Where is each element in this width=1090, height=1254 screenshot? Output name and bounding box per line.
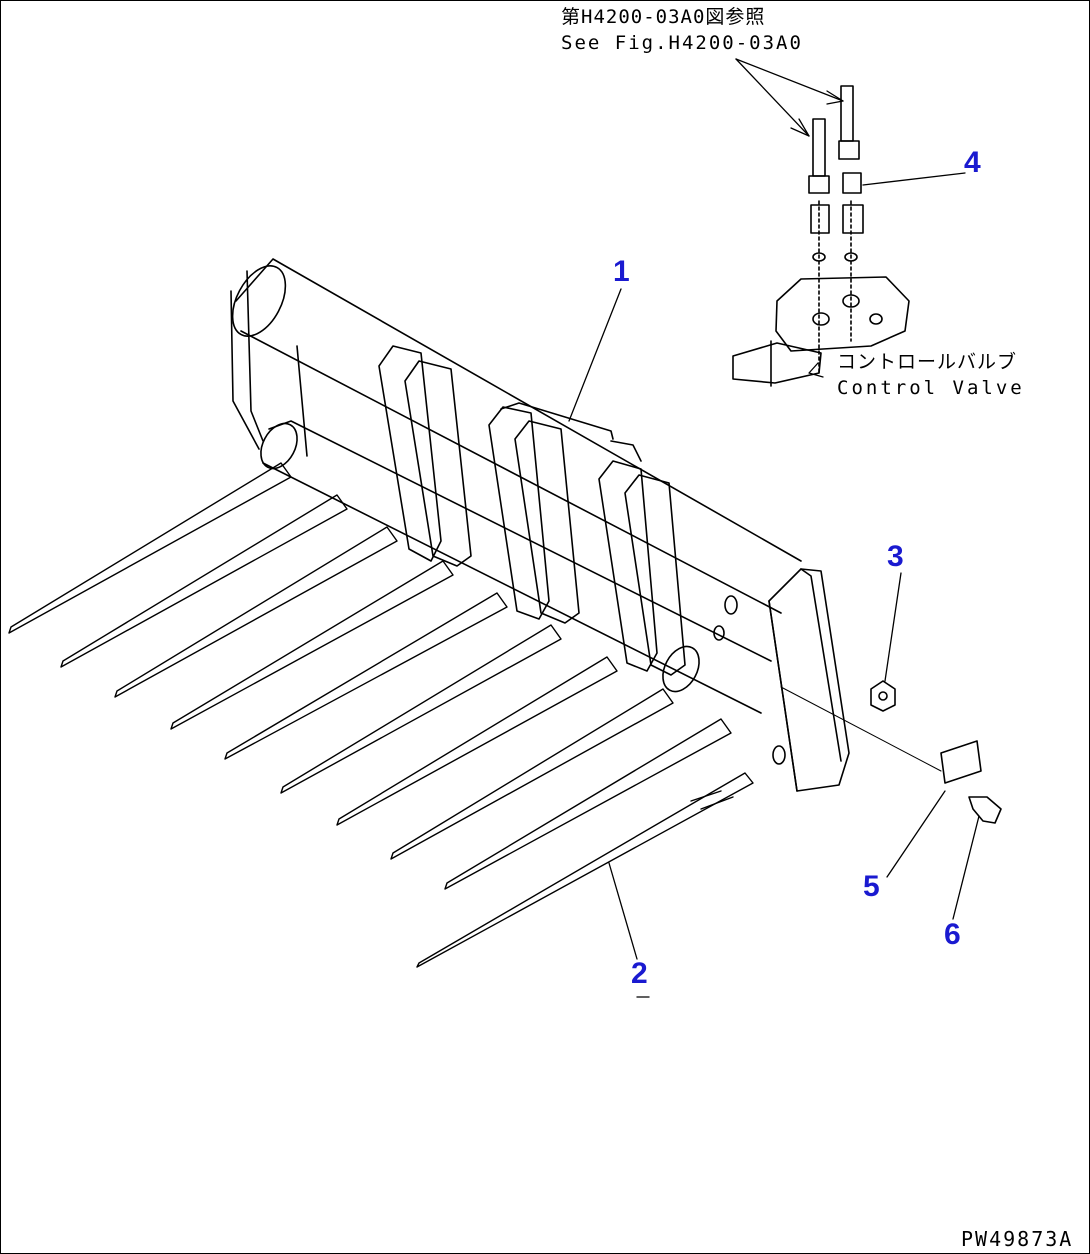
side-plate [713, 568, 850, 792]
brackets [378, 345, 686, 676]
leader-lines [568, 58, 980, 998]
callout-2: 2 [631, 957, 648, 990]
callout-6: 6 [944, 918, 961, 951]
control-valve-drawing [732, 85, 910, 387]
tines [8, 462, 754, 968]
control-valve-label-en: Control Valve [837, 377, 1025, 399]
small-parts [780, 680, 1002, 824]
reference-label-jp: 第H4200-03A0図参照 [561, 6, 766, 28]
callout-4: 4 [964, 146, 981, 179]
control-valve-label-jp: コントロールバルブ [837, 351, 1018, 373]
callout-3: 3 [887, 540, 904, 573]
lower-beam [260, 420, 772, 714]
upper-beam [230, 258, 802, 614]
drawing-id: PW49873A [961, 1227, 1074, 1251]
callout-5: 5 [863, 870, 880, 903]
reference-label-en: See Fig.H4200-03A0 [561, 32, 803, 54]
callout-1: 1 [613, 255, 630, 288]
